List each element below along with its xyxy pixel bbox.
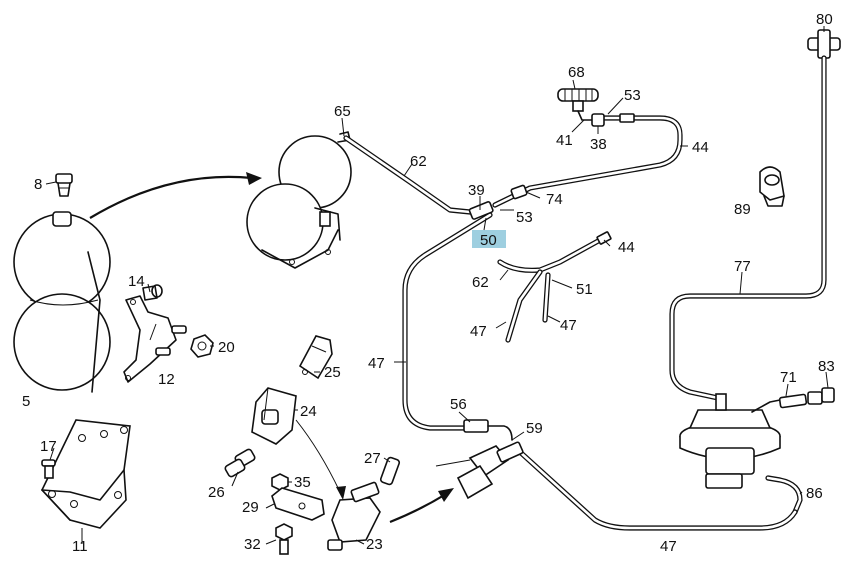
callout-29[interactable]: 29 (242, 499, 259, 516)
callout-38[interactable]: 38 (590, 136, 607, 153)
callout-89[interactable]: 89 (734, 201, 751, 218)
callout-23[interactable]: 23 (366, 536, 383, 553)
part-valve-cap-8[interactable] (55, 173, 73, 197)
callout-59[interactable]: 59 (526, 420, 543, 437)
callout-8[interactable]: 8 (34, 176, 42, 193)
part-clip-89[interactable] (759, 166, 785, 207)
part-vacuum-unit[interactable] (679, 393, 781, 489)
hose-77[interactable] (669, 55, 827, 401)
callout-62-hose[interactable]: 62 (410, 153, 427, 170)
callout-86[interactable]: 86 (806, 485, 823, 502)
callout-26[interactable]: 26 (208, 484, 225, 501)
callout-47-main[interactable]: 47 (368, 355, 385, 372)
connector-74[interactable] (510, 184, 528, 200)
part-bracket-29[interactable] (271, 487, 325, 521)
callout-25[interactable]: 25 (324, 364, 341, 381)
part-fitting-26[interactable] (224, 448, 256, 478)
part-valve-24[interactable] (251, 387, 297, 445)
callout-74[interactable]: 74 (546, 191, 563, 208)
callout-83[interactable]: 83 (818, 358, 835, 375)
callout-50[interactable]: 50 (480, 232, 497, 249)
part-hose-stub-27[interactable] (379, 456, 401, 486)
callout-20[interactable]: 20 (218, 339, 235, 356)
connector-39[interactable] (468, 201, 494, 220)
part-nut-20[interactable] (190, 334, 214, 358)
hose-assembly-51[interactable] (497, 231, 612, 343)
callout-47-lower[interactable]: 47 (660, 538, 677, 555)
callout-62-assembly[interactable]: 62 (472, 274, 489, 291)
part-nut-35[interactable] (271, 473, 289, 491)
hose-47-lower[interactable] (517, 449, 798, 531)
callout-65[interactable]: 65 (334, 103, 351, 120)
callout-51[interactable]: 51 (576, 281, 593, 298)
callout-41[interactable]: 41 (556, 132, 573, 149)
callout-47-assembly-left[interactable]: 47 (470, 323, 487, 340)
part-valve-59[interactable] (435, 441, 524, 500)
assembly-arrow-reservoir (89, 172, 262, 219)
part-vacuum-reservoir-5[interactable] (13, 211, 111, 393)
part-plug-17[interactable] (41, 459, 56, 479)
part-connector-56[interactable] (463, 419, 513, 441)
callout-35[interactable]: 35 (294, 474, 311, 491)
callout-56[interactable]: 56 (450, 396, 467, 413)
hose-47-main[interactable] (402, 212, 493, 431)
callout-32[interactable]: 32 (244, 536, 261, 553)
hose-62[interactable] (343, 135, 473, 215)
hose-86[interactable] (765, 475, 803, 515)
part-sensor-71[interactable] (778, 391, 823, 409)
callout-24[interactable]: 24 (300, 403, 317, 420)
callout-27[interactable]: 27 (364, 450, 381, 467)
part-check-valve-68[interactable] (557, 88, 635, 127)
part-sensor-83[interactable] (821, 387, 835, 403)
assembly-arrow-valve (389, 488, 454, 524)
callout-17[interactable]: 17 (40, 438, 57, 455)
part-strap-bracket-12[interactable] (123, 295, 177, 383)
callout-39[interactable]: 39 (468, 182, 485, 199)
part-vacuum-reservoir-mounted[interactable] (246, 131, 352, 269)
callout-44-upper[interactable]: 44 (692, 139, 709, 156)
callout-5[interactable]: 5 (22, 393, 30, 410)
callout-71[interactable]: 71 (780, 369, 797, 386)
part-clip-25[interactable] (298, 335, 333, 380)
callout-14[interactable]: 14 (128, 273, 145, 290)
callout-53-hose[interactable]: 53 (516, 209, 533, 226)
callout-44-assembly[interactable]: 44 (618, 239, 635, 256)
callout-68[interactable]: 68 (568, 64, 585, 81)
callout-labels: 5 8 11 12 14 17 20 23 24 25 26 27 29 32 … (22, 11, 835, 555)
callout-53-valve[interactable]: 53 (624, 87, 641, 104)
part-screw-14[interactable] (142, 284, 163, 301)
callout-77[interactable]: 77 (734, 258, 751, 275)
part-electro-valve-23[interactable] (327, 481, 381, 551)
callout-80[interactable]: 80 (816, 11, 833, 28)
callout-11[interactable]: 11 (72, 538, 88, 555)
part-bolt-32[interactable] (275, 523, 293, 555)
hose-44-upper[interactable] (492, 115, 683, 208)
part-mounting-bracket-11[interactable] (41, 419, 131, 529)
leader-lines (45, 26, 829, 545)
part-studs (155, 325, 187, 356)
callout-12[interactable]: 12 (158, 371, 175, 388)
callout-50-highlight (472, 230, 506, 248)
assembly-arrow-valve-24 (295, 419, 346, 500)
callout-47-assembly-right[interactable]: 47 (560, 317, 577, 334)
part-t-connector-80[interactable] (807, 29, 841, 59)
